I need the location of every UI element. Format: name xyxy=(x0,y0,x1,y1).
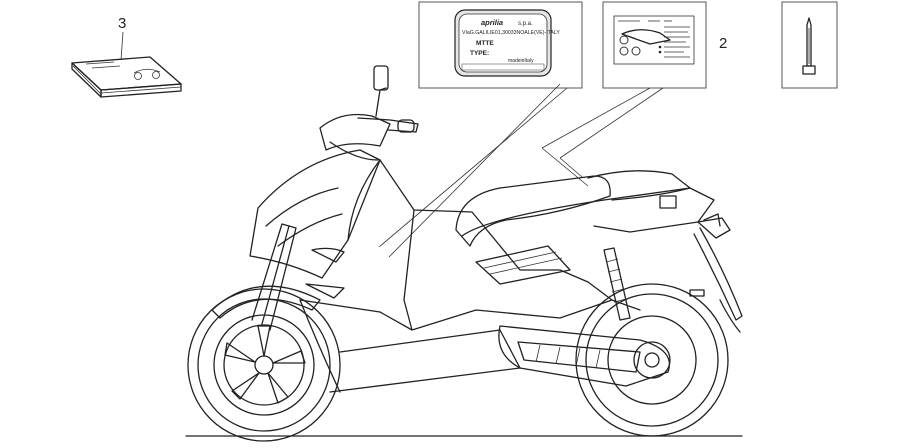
plate-made-in: madeinItaly xyxy=(508,58,534,64)
plate-brand: aprilia xyxy=(481,18,503,27)
callout-2: 2 xyxy=(719,35,727,52)
plate-type: TYPE: xyxy=(470,50,489,57)
scooter-drawing xyxy=(185,65,743,442)
leader-lines xyxy=(378,83,664,258)
plate-address: VIaG.GALILIE01,30033NOALE(VE)-ITALY xyxy=(462,30,560,36)
plate-spa: s.p.a. xyxy=(518,21,533,27)
id-plate-panel: aprilia s.p.a. VIaG.GALILIE01,30033NOALE… xyxy=(418,1,583,89)
info-decal-panel xyxy=(602,1,707,89)
callout-3: 3 xyxy=(118,15,126,32)
manual-booklet xyxy=(71,31,182,98)
cable-tie-panel xyxy=(781,1,838,89)
plate-mtte: MTTE xyxy=(476,40,494,47)
